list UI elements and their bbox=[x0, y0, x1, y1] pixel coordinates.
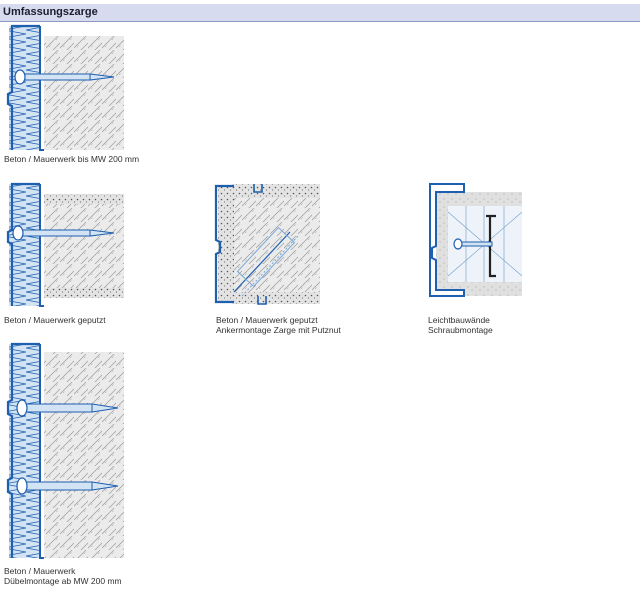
anchor-plate bbox=[236, 226, 296, 288]
detail-concrete-plastered bbox=[6, 182, 124, 307]
insulation bbox=[9, 184, 40, 306]
caption-detail-2: Beton / Mauerwerk geputzt bbox=[4, 315, 106, 325]
caption-detail-5: Beton / Mauerwerk Dübelmontage ab MW 200… bbox=[4, 566, 122, 586]
section-title: Umfassungszarge bbox=[3, 6, 98, 18]
anchor-line bbox=[233, 231, 291, 293]
screw-head-icon bbox=[14, 69, 26, 85]
concrete-wall bbox=[44, 352, 124, 558]
plaster-bottom bbox=[232, 292, 320, 304]
detail-concrete-masonry bbox=[6, 24, 124, 151]
frame-profile bbox=[429, 183, 465, 297]
detail-anchor-mounting bbox=[214, 184, 320, 305]
frame-profile bbox=[6, 342, 40, 558]
screw-anchor bbox=[21, 229, 91, 237]
plaster-top bbox=[232, 184, 320, 198]
detail-dowel-mounting bbox=[6, 342, 124, 559]
insulation bbox=[9, 26, 40, 150]
section-header: Umfassungszarge bbox=[0, 4, 640, 22]
screw-head-icon bbox=[453, 238, 463, 250]
screw-head-icon bbox=[16, 399, 28, 417]
plaster-top bbox=[44, 194, 124, 204]
caption-detail-3: Beton / Mauerwerk geputzt Ankermontage Z… bbox=[216, 315, 341, 335]
screw-anchor bbox=[21, 73, 91, 81]
frame-profile bbox=[6, 182, 40, 306]
caption-detail-4: Leichtbauwände Schraubmontage bbox=[428, 315, 493, 335]
screw-head-icon bbox=[12, 225, 24, 241]
dowel-upper bbox=[25, 403, 93, 413]
frame-profile bbox=[6, 24, 40, 150]
frame-profile bbox=[214, 184, 234, 304]
detail-lightweight-walls bbox=[429, 183, 523, 297]
concrete-wall bbox=[232, 190, 320, 300]
frame-fill bbox=[218, 186, 234, 302]
insulation bbox=[9, 344, 40, 558]
screw bbox=[457, 241, 493, 247]
plaster-bottom bbox=[44, 288, 124, 298]
screw-head-icon bbox=[16, 477, 28, 495]
dowel-lower bbox=[25, 481, 93, 491]
caption-detail-1: Beton / Mauerwerk bis MW 200 mm bbox=[4, 154, 140, 164]
concrete-wall bbox=[44, 36, 124, 150]
concrete-wall bbox=[44, 194, 124, 298]
